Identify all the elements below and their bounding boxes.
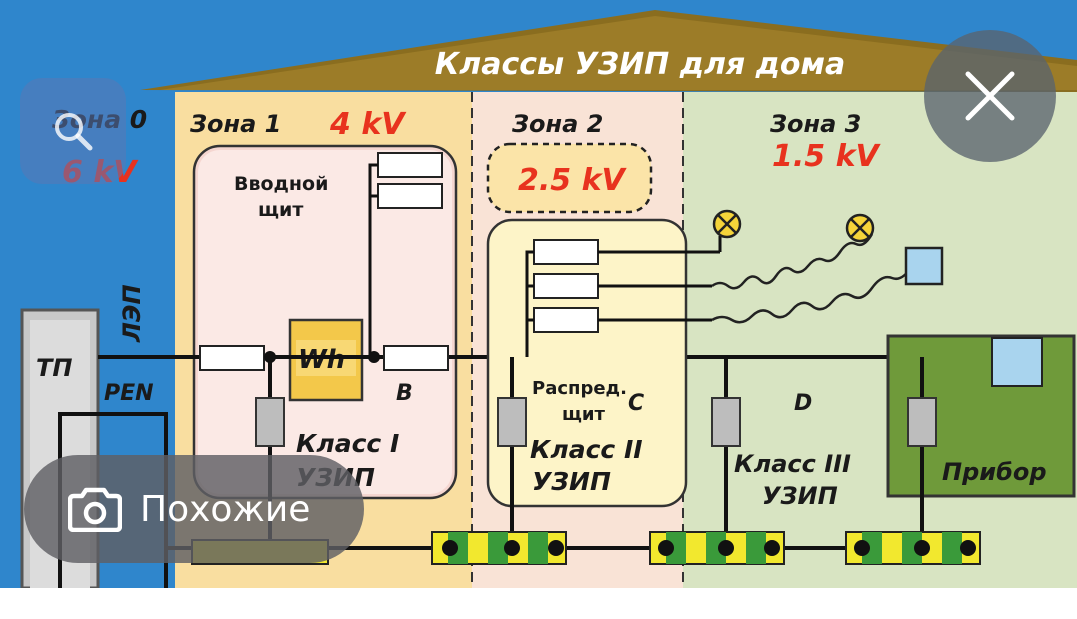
- close-icon: [965, 71, 1015, 121]
- class3-label-2: УЗИП: [762, 482, 838, 510]
- lamp-2-cable: [711, 233, 874, 290]
- zone-2-label: Зона 2: [511, 110, 603, 138]
- device-cable: [711, 265, 914, 324]
- meter-label: Wh: [298, 345, 345, 375]
- camera-lens-icon: [68, 487, 122, 532]
- breaker-main-1: [199, 345, 265, 371]
- ground-terminal-3-stripe-b: [902, 532, 922, 564]
- similar-images-label: Похожие: [140, 488, 311, 530]
- class2-label-1: Класс II: [530, 435, 643, 464]
- socket-device: [904, 246, 944, 286]
- ground-terminal-2-stripe-a: [666, 532, 686, 564]
- ground-node-7: [854, 540, 870, 556]
- dist-wire: [525, 250, 534, 357]
- ground-node-8: [914, 540, 930, 556]
- ground-terminal-3-stripe-c: [942, 532, 962, 564]
- ground-node-4: [658, 540, 674, 556]
- lens-search-icon: [55, 113, 93, 151]
- zone-3-voltage: 1.5 kV: [772, 139, 882, 174]
- breaker-2: [377, 183, 443, 209]
- spd4: [907, 397, 937, 447]
- zone-2-voltage-box: [486, 142, 653, 214]
- lens-search-button[interactable]: [20, 78, 126, 184]
- device-screen: [991, 337, 1043, 387]
- dist-breaker-1: [533, 239, 599, 265]
- ground-terminal-2-stripe-b: [706, 532, 726, 564]
- class1-label-1: Класс I: [296, 429, 399, 458]
- spd3: [711, 397, 741, 447]
- pen-label: PEN: [104, 381, 154, 406]
- spd2: [497, 397, 527, 447]
- dist-breaker-2: [533, 273, 599, 299]
- lamp-1-cross: [717, 214, 737, 234]
- close-button[interactable]: [924, 30, 1056, 162]
- input-panel-label-1: Вводной: [234, 173, 328, 195]
- dist-breaker-3: [533, 307, 599, 333]
- zone-3-label: Зона 3: [769, 110, 861, 138]
- diagram-title: Классы УЗИП для дома: [435, 47, 846, 82]
- ground-terminal-1-stripe-b: [488, 532, 508, 564]
- lamp-2-cross: [850, 218, 870, 238]
- breaker-1: [377, 152, 443, 178]
- point-d-label: D: [794, 391, 812, 416]
- input-panel-label-2: щит: [258, 199, 303, 221]
- ground-terminal-1-stripe-c: [528, 532, 548, 564]
- ground-node-5: [718, 540, 734, 556]
- junction-2: [368, 351, 380, 363]
- zone-2-voltage: 2.5 kV: [518, 163, 628, 198]
- dist-panel-label-1: Распред.: [532, 378, 627, 399]
- input-wire: [368, 163, 378, 357]
- tp-label: ТП: [36, 354, 72, 382]
- class3-label-1: Класс III: [734, 450, 851, 478]
- point-b-label: B: [396, 381, 413, 406]
- ground-node-1: [442, 540, 458, 556]
- point-c-label: C: [628, 391, 644, 416]
- ground-node-6: [764, 540, 780, 556]
- zone-1-label: Зона 1: [189, 110, 281, 138]
- class2-label-2: УЗИП: [532, 467, 611, 496]
- lep-label: ЛЭП: [118, 284, 146, 343]
- page-background-bottom: [0, 588, 1077, 619]
- ground-node-2: [504, 540, 520, 556]
- ground-node-9: [960, 540, 976, 556]
- roof-edge: [160, 16, 1077, 90]
- spd1: [255, 397, 285, 447]
- zone-1-voltage: 4 kV: [329, 107, 407, 142]
- dist-panel-label-2: щит: [562, 404, 606, 425]
- breaker-main-2: [383, 345, 449, 371]
- device-label: Прибор: [942, 458, 1047, 486]
- ground-terminal-2-stripe-c: [746, 532, 766, 564]
- similar-images-button[interactable]: Похожие: [24, 455, 364, 563]
- ground-node-3: [548, 540, 564, 556]
- ground-terminal-3-stripe-a: [862, 532, 882, 564]
